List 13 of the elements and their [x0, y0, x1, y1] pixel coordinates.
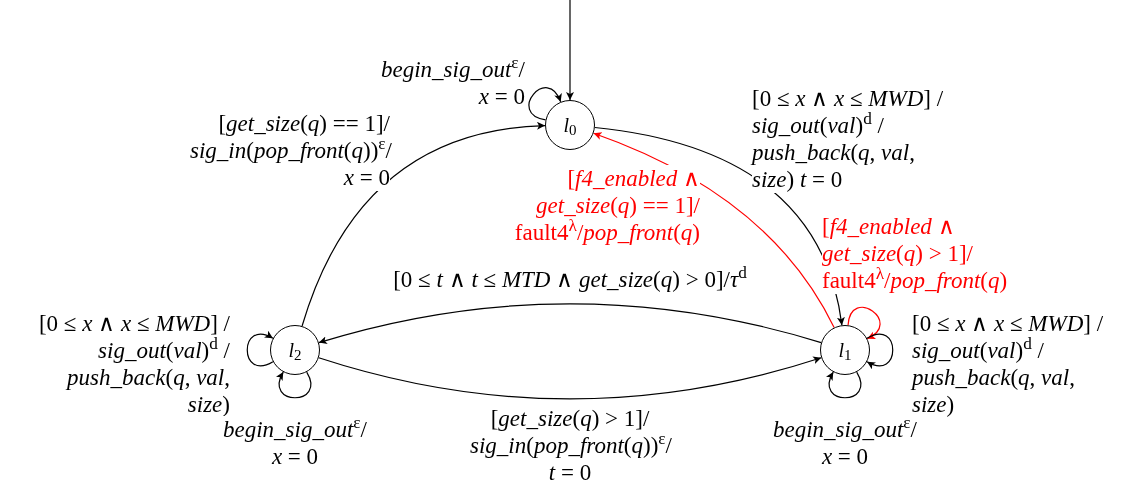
arrow: [826, 371, 862, 399]
state-name: l$_{1}$: [838, 337, 852, 364]
arrow: [276, 371, 312, 399]
arrow: [318, 356, 822, 400]
arrow: [318, 303, 822, 345]
arrow: [301, 122, 546, 327]
arrow: [566, 0, 574, 101]
state-name: l$_{0}$: [563, 112, 577, 139]
arrow: [528, 87, 562, 121]
arrow: [246, 331, 274, 367]
state-name: l$_{2}$: [288, 337, 302, 364]
arrow: [847, 306, 881, 340]
arrow: [866, 333, 894, 369]
